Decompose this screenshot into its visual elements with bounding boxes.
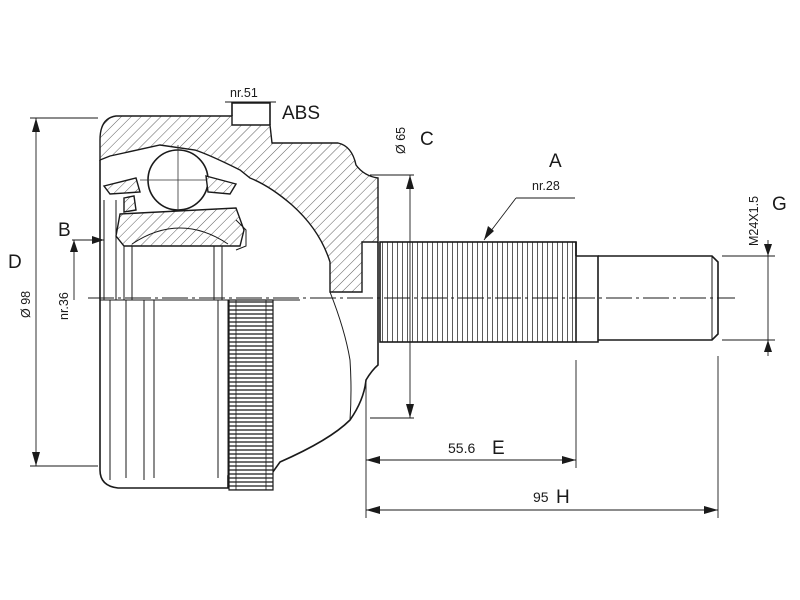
dimension-h <box>365 356 719 518</box>
label-inner-count: nr.36 <box>57 292 71 320</box>
label-dia-d: Ø 98 <box>19 291 33 318</box>
label-dia-c: Ø 65 <box>394 127 408 154</box>
label-thread: M24X1.5 <box>747 196 761 246</box>
label-abs: ABS <box>282 103 320 124</box>
label-e-value: 55.6 <box>448 440 475 456</box>
label-a: A <box>549 151 562 172</box>
label-e: E <box>492 438 505 459</box>
leader-a <box>483 197 575 241</box>
label-h-value: 95 <box>533 489 549 505</box>
housing-section <box>99 102 379 293</box>
dimension-inner <box>70 239 100 300</box>
label-spline-count: nr.28 <box>532 179 560 193</box>
splined-shaft <box>379 241 719 343</box>
dimension-d <box>30 117 98 467</box>
leader-b <box>72 236 104 244</box>
dimension-e <box>365 360 577 468</box>
label-b: B <box>58 220 71 241</box>
label-g: G <box>772 194 787 215</box>
label-c: C <box>420 129 434 150</box>
dimension-g <box>722 240 775 356</box>
housing-outline <box>99 160 379 489</box>
inner-race <box>102 145 247 300</box>
label-d: D <box>8 252 22 273</box>
dimension-c <box>370 174 414 419</box>
label-abs-count: nr.51 <box>230 86 258 100</box>
label-h: H <box>556 487 570 508</box>
abs-tone-ring <box>228 299 274 491</box>
